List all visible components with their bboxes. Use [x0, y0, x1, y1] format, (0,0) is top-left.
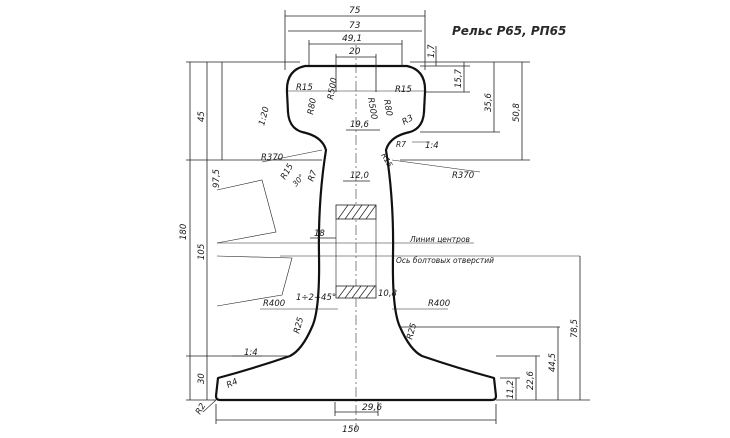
bottom-dimensions — [215, 402, 497, 424]
label-r80-left: R80 — [306, 97, 319, 115]
dim-20: 20 — [349, 47, 361, 57]
dim-105: 105 — [197, 244, 207, 260]
dim-45: 45 — [197, 111, 207, 122]
label-r500-left: R500 — [326, 77, 340, 101]
bolt-hole-upper — [335, 204, 377, 220]
label-r400-left: R400 — [263, 299, 285, 309]
dim-73: 73 — [349, 21, 361, 31]
rail-profile-outline — [214, 64, 498, 402]
bolt-axis-label: Ось болтовых отверстий — [396, 256, 494, 265]
label-slope-1-4-top: 1:4 — [425, 141, 439, 151]
dim-180: 180 — [179, 224, 189, 240]
dim-19-6: 19,6 — [350, 120, 370, 130]
label-r7-right: R7 — [396, 140, 406, 149]
label-r2: R2 — [194, 402, 208, 417]
dim-75: 75 — [349, 6, 361, 16]
dim-18: 18 — [314, 229, 325, 239]
label-r7-left: R7 — [306, 168, 319, 183]
label-r370-left: R370 — [261, 153, 283, 163]
label-r400-right: R400 — [428, 299, 450, 309]
label-slope-1-4-base: 1:4 — [244, 348, 258, 358]
label-r25-right: R25 — [405, 322, 419, 341]
dim-44-5: 44,5 — [548, 353, 558, 372]
dim-29-6: 29,6 — [362, 403, 382, 413]
label-r15-left: R15 — [296, 83, 313, 93]
dim-30: 30 — [197, 373, 207, 384]
dim-78-5: 78,5 — [570, 319, 580, 338]
dim-50-8: 50,8 — [512, 102, 522, 122]
right-dimensions — [400, 46, 590, 401]
label-r500-right: R500 — [365, 97, 379, 121]
label-r80-right: R80 — [381, 99, 394, 117]
left-break-upper — [216, 179, 277, 244]
label-r15-right: R15 — [395, 85, 412, 95]
label-r3: R3 — [401, 113, 416, 127]
top-dimensions — [284, 10, 426, 92]
dim-12: 12,0 — [350, 171, 369, 181]
left-dimensions — [186, 61, 322, 401]
dim-150: 150 — [342, 425, 359, 435]
bolt-hole-lower — [335, 285, 377, 299]
dim-22-6: 22,6 — [526, 370, 536, 390]
drawing-title: Рельс Р65, РП65 — [452, 24, 566, 38]
dim-97-5: 97,5 — [212, 169, 222, 188]
label-r25-left: R25 — [292, 316, 306, 335]
dim-49-1: 49,1 — [342, 34, 362, 44]
centers-line-label: Линия центров — [409, 235, 470, 244]
dim-10-8: 10,8 — [378, 289, 398, 299]
dim-15-7: 15,7 — [454, 68, 464, 88]
label-slope-1-20: 1:20 — [257, 106, 272, 127]
label-angle-30: 30° — [291, 172, 307, 188]
left-break-lower — [216, 255, 293, 307]
leader-r370-right — [391, 159, 481, 173]
label-r4: R4 — [225, 377, 239, 391]
dim-35-6: 35,6 — [484, 92, 494, 112]
label-r370-right: R370 — [452, 171, 474, 181]
dim-1-7: 1,7 — [427, 44, 437, 58]
leader-r2 — [202, 399, 217, 413]
label-slope-web: 1÷2÷45° — [296, 293, 336, 303]
dim-11-2: 11,2 — [506, 380, 516, 399]
